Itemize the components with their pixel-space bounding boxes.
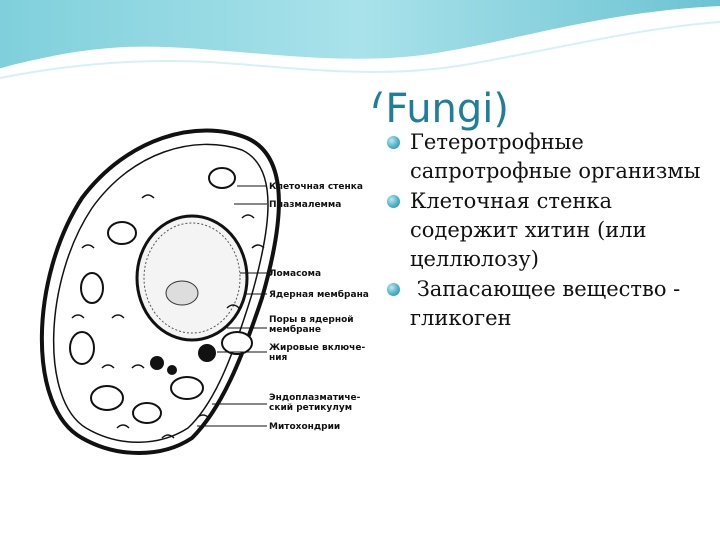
title-visible-part: (Fungi) bbox=[369, 86, 510, 132]
bullet-list: Гетеротрофные сапротрофные организмы Кле… bbox=[386, 128, 716, 334]
slide-title: Царство Грибы (Fungi) bbox=[38, 86, 518, 146]
label-mitochondria: Митохондрии bbox=[269, 422, 340, 432]
bullet-item: Клеточная стенка содержит хитин (или цел… bbox=[386, 187, 716, 274]
bullet-dot-icon bbox=[387, 136, 400, 149]
bullet-dot-icon bbox=[387, 195, 400, 208]
bullet-text: Запасающее вещество - гликоген bbox=[410, 277, 687, 330]
nuclear-membrane-inner bbox=[143, 222, 241, 334]
bullet-text: Гетеротрофные сапротрофные организмы bbox=[410, 130, 701, 183]
nucleolus bbox=[165, 280, 199, 306]
bullet-item: Запасающее вещество - гликоген bbox=[386, 275, 716, 333]
plasmalemma bbox=[52, 143, 269, 443]
label-cell-wall: Клеточная стенка bbox=[269, 182, 363, 192]
label-plasmalemma: Плазмалемма bbox=[269, 200, 341, 210]
mitochondria bbox=[69, 167, 253, 424]
label-er-2: ский ретикулум bbox=[269, 403, 352, 413]
label-fat-inclusions-1: Жировые включе- bbox=[269, 343, 365, 353]
bullet-item: Гетеротрофные сапротрофные организмы bbox=[386, 128, 716, 186]
bullet-text: Клеточная стенка содержит хитин (или цел… bbox=[410, 189, 647, 271]
label-er-1: Эндоплазматиче- bbox=[269, 393, 361, 403]
label-lomasome: Ломасома bbox=[269, 269, 321, 279]
nucleus bbox=[135, 214, 249, 342]
label-nuclear-pores-2: мембране bbox=[269, 324, 321, 335]
fat-inclusions bbox=[150, 344, 216, 375]
er-dots bbox=[71, 194, 265, 439]
bullet-dot-icon bbox=[387, 283, 400, 296]
label-nuclear-membrane: Ядерная мембрана bbox=[269, 289, 369, 300]
header-wave-decoration bbox=[0, 0, 720, 79]
label-nuclear-pores-1: Поры в ядерной bbox=[269, 315, 354, 325]
label-fat-inclusions-2: ния bbox=[269, 353, 288, 363]
fungal-cell-diagram: Клеточная стенка Плазмалемма Ломасома Яд… bbox=[22, 108, 382, 458]
